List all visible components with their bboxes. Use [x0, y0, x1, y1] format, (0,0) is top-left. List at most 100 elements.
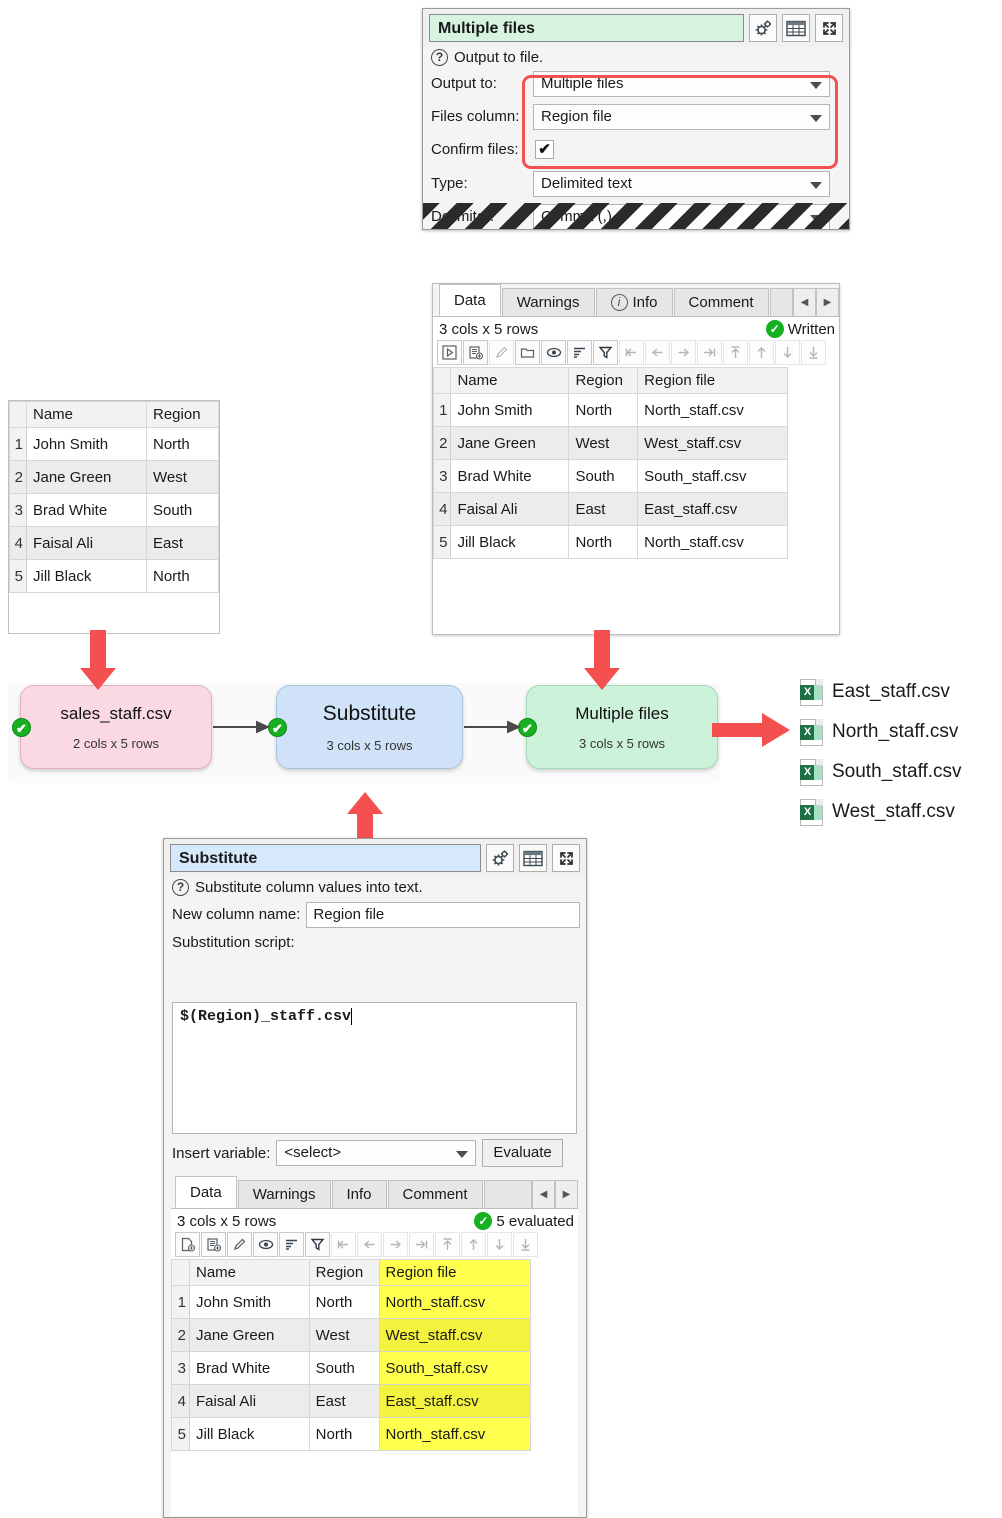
flow-node-substitute[interactable]: ✔ Substitute 3 cols x 5 rows: [268, 685, 463, 769]
eye-icon[interactable]: [253, 1232, 278, 1257]
col-name[interactable]: Name: [26, 401, 147, 428]
table-row[interactable]: 3 Brad White South South_staff.csv: [171, 1351, 532, 1385]
table-icon[interactable]: [519, 844, 547, 872]
cell-region[interactable]: East: [568, 492, 639, 526]
tab-scroll-right-icon[interactable]: ▶: [555, 1180, 578, 1208]
list-item[interactable]: X East_staff.csv: [800, 672, 1000, 712]
prev-row-icon[interactable]: [461, 1232, 486, 1257]
cell-name[interactable]: Jane Green: [450, 426, 570, 460]
edit-icon[interactable]: [489, 340, 514, 365]
cell-name[interactable]: Faisal Ali: [189, 1384, 310, 1418]
cell-region[interactable]: East: [308, 1384, 380, 1418]
first-col-icon[interactable]: [619, 340, 644, 365]
cell-region-file[interactable]: West_staff.csv: [378, 1318, 532, 1352]
list-item[interactable]: X South_staff.csv: [800, 752, 1000, 792]
first-col-icon[interactable]: [331, 1232, 356, 1257]
table-row[interactable]: 5 Jill Black North North_staff.csv: [433, 525, 788, 559]
cell-name[interactable]: Faisal Ali: [450, 492, 570, 526]
cell-region[interactable]: East: [146, 526, 219, 560]
files-column-combo[interactable]: Region file: [533, 103, 830, 130]
table-row[interactable]: 1 John Smith North North_staff.csv: [433, 393, 788, 427]
folder-icon[interactable]: [515, 340, 540, 365]
tab-warnings[interactable]: Warnings: [501, 288, 595, 316]
paste-add-icon[interactable]: [463, 340, 488, 365]
tab-scroll-left-icon[interactable]: ◀: [532, 1180, 555, 1208]
cell-region[interactable]: North: [146, 427, 219, 461]
col-name[interactable]: Name: [450, 367, 570, 394]
cell-region[interactable]: South: [568, 459, 639, 493]
type-combo[interactable]: Delimited text: [533, 170, 830, 197]
sort-icon[interactable]: [567, 340, 592, 365]
table-row[interactable]: 3 Brad White South South_staff.csv: [433, 459, 788, 493]
last-col-icon[interactable]: [409, 1232, 434, 1257]
tab-warnings[interactable]: Warnings: [237, 1180, 331, 1208]
list-item[interactable]: X West_staff.csv: [800, 792, 1000, 832]
table-icon[interactable]: [782, 14, 810, 42]
sort-icon[interactable]: [279, 1232, 304, 1257]
cell-name[interactable]: John Smith: [450, 393, 570, 427]
expand-icon[interactable]: [815, 14, 843, 42]
cell-name[interactable]: Jill Black: [26, 559, 147, 593]
eye-icon[interactable]: [541, 340, 566, 365]
table-row[interactable]: 1 John Smith North: [9, 427, 219, 461]
last-row-icon[interactable]: [513, 1232, 538, 1257]
gears-icon[interactable]: [486, 844, 514, 872]
cell-region-file[interactable]: West_staff.csv: [637, 426, 788, 460]
next-row-icon[interactable]: [487, 1232, 512, 1257]
cell-name[interactable]: John Smith: [26, 427, 147, 461]
table-row[interactable]: 5 Jill Black North North_staff.csv: [171, 1417, 532, 1451]
help-icon[interactable]: ?: [431, 49, 448, 66]
first-row-icon[interactable]: [435, 1232, 460, 1257]
tab-scroll-left-icon[interactable]: ◀: [793, 288, 816, 316]
new-column-name-input[interactable]: Region file: [306, 901, 580, 928]
cell-region[interactable]: West: [146, 460, 219, 494]
prev-col-icon[interactable]: [357, 1232, 382, 1257]
filter-icon[interactable]: [305, 1232, 330, 1257]
prev-row-icon[interactable]: [749, 340, 774, 365]
table-row[interactable]: 3 Brad White South: [9, 493, 219, 527]
cell-name[interactable]: Brad White: [189, 1351, 310, 1385]
cell-name[interactable]: Brad White: [450, 459, 570, 493]
new-file-icon[interactable]: [175, 1232, 200, 1257]
cell-region[interactable]: North: [568, 525, 639, 559]
substitute-panel-title[interactable]: Substitute: [170, 844, 481, 872]
next-col-icon[interactable]: [383, 1232, 408, 1257]
col-region-file[interactable]: Region file: [378, 1259, 532, 1286]
cell-region-file[interactable]: North_staff.csv: [378, 1285, 532, 1319]
gears-icon[interactable]: [749, 14, 777, 42]
run-icon[interactable]: [437, 340, 462, 365]
cell-name[interactable]: Faisal Ali: [26, 526, 147, 560]
flow-node-multiple-files[interactable]: ✔ Multiple files 3 cols x 5 rows: [518, 685, 718, 769]
col-name[interactable]: Name: [189, 1259, 310, 1286]
cell-name[interactable]: Jane Green: [189, 1318, 310, 1352]
cell-name[interactable]: Brad White: [26, 493, 147, 527]
help-icon[interactable]: ?: [172, 879, 189, 896]
list-item[interactable]: X North_staff.csv: [800, 712, 1000, 752]
tab-comment[interactable]: Comment: [673, 288, 769, 316]
next-col-icon[interactable]: [671, 340, 696, 365]
tab-comment[interactable]: Comment: [387, 1180, 483, 1208]
cell-region[interactable]: South: [308, 1351, 380, 1385]
paste-add-icon[interactable]: [201, 1232, 226, 1257]
cell-region[interactable]: North: [308, 1285, 380, 1319]
tab-scroll-right-icon[interactable]: ▶: [816, 288, 839, 316]
cell-region[interactable]: West: [308, 1318, 380, 1352]
cell-region[interactable]: South: [146, 493, 219, 527]
last-col-icon[interactable]: [697, 340, 722, 365]
table-row[interactable]: 4 Faisal Ali East East_staff.csv: [171, 1384, 532, 1418]
cell-region-file[interactable]: East_staff.csv: [378, 1384, 532, 1418]
table-row[interactable]: 4 Faisal Ali East East_staff.csv: [433, 492, 788, 526]
col-region[interactable]: Region: [568, 367, 639, 394]
cell-region[interactable]: North: [568, 393, 639, 427]
cell-name[interactable]: Jill Black: [450, 525, 570, 559]
cell-region-file[interactable]: South_staff.csv: [378, 1351, 532, 1385]
cell-name[interactable]: John Smith: [189, 1285, 310, 1319]
cell-name[interactable]: Jill Black: [189, 1417, 310, 1451]
table-row[interactable]: 2 Jane Green West West_staff.csv: [171, 1318, 532, 1352]
cell-region-file[interactable]: North_staff.csv: [637, 393, 788, 427]
substitution-script-textarea[interactable]: $(Region)_staff.csv: [172, 1002, 577, 1134]
flow-node-sales-staff[interactable]: ✔ sales_staff.csv 2 cols x 5 rows: [12, 685, 212, 769]
col-region[interactable]: Region: [308, 1259, 380, 1286]
prev-col-icon[interactable]: [645, 340, 670, 365]
first-row-icon[interactable]: [723, 340, 748, 365]
